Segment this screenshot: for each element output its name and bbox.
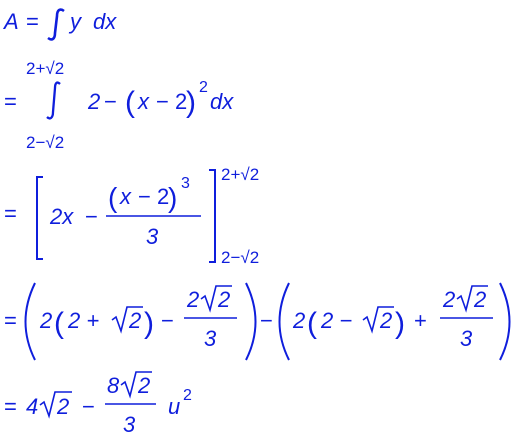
unit-exponent: 2 <box>183 387 192 404</box>
equals-sign: = <box>26 9 39 34</box>
equals-sign: = <box>4 89 17 114</box>
coef-four: 4 <box>26 394 38 419</box>
fraction-num-eight: 8 <box>107 373 120 398</box>
fraction-radicand: 2 <box>217 287 230 312</box>
coef-two: 2 <box>39 308 52 333</box>
left-paren: ( <box>125 86 135 119</box>
fraction-radical-2 <box>456 285 488 313</box>
minus-two: − 2 <box>138 184 169 209</box>
exponent: 3 <box>181 175 190 192</box>
lower-limit: 2−√2 <box>26 133 64 152</box>
integrand-y: y <box>68 9 83 34</box>
inner-diff: 2 − <box>320 308 352 333</box>
radical-sign-2 <box>362 306 394 334</box>
coef-two-2: 2 <box>292 308 305 333</box>
line-1: A = y dx <box>2 8 117 41</box>
unit-u: u <box>168 394 180 419</box>
inner-left-paren-2: ( <box>307 307 317 340</box>
big-left-paren-2 <box>278 282 290 361</box>
fraction-radical <box>200 285 232 313</box>
left-paren: ( <box>108 182 118 213</box>
integral-sign <box>47 8 65 41</box>
radical-sign <box>39 391 72 419</box>
var-x: x <box>119 184 132 209</box>
plus-sign: + <box>414 308 427 333</box>
radicand: 2 <box>128 308 141 333</box>
minus-sign: − <box>85 204 98 229</box>
fraction-den: 3 <box>123 412 136 437</box>
line-2: 2+√2 = 2−√2 2 − ( x − 2 ) 2 dx <box>4 59 234 152</box>
differential-dx: dx <box>93 9 117 34</box>
denominator: 3 <box>146 224 159 249</box>
exponent: 2 <box>199 79 208 96</box>
fraction-den-2: 3 <box>460 326 473 351</box>
fraction-num-two: 2 <box>186 287 199 312</box>
fraction-radicand: 2 <box>137 373 150 398</box>
radicand-2: 2 <box>379 308 392 333</box>
inner-right-paren-2: ) <box>395 307 405 340</box>
inner-left-paren: ( <box>54 307 64 340</box>
fraction-radicand-2: 2 <box>473 287 486 312</box>
equals-sign: = <box>4 394 17 419</box>
big-left-paren <box>24 282 36 361</box>
fraction-radical <box>120 371 152 399</box>
fraction-num-two-2: 2 <box>442 287 455 312</box>
inner-right-paren: ) <box>144 307 154 340</box>
fraction-den: 3 <box>204 326 217 351</box>
between-minus: − <box>260 308 273 333</box>
term-two: 2 <box>87 89 100 114</box>
upper-limit: 2+√2 <box>26 59 64 78</box>
area-symbol: A <box>2 9 19 34</box>
var-x: x <box>137 89 150 114</box>
minus-sign: − <box>161 308 174 333</box>
minus-sign: − <box>104 89 117 114</box>
right-paren: ) <box>186 86 196 119</box>
equals-sign: = <box>4 308 17 333</box>
big-right-paren-2 <box>499 282 511 361</box>
line-3: = 2x − ( x − 2 ) 3 3 2+√2 2−√2 <box>4 165 259 267</box>
big-right-paren <box>245 282 257 361</box>
minus-two: − 2 <box>156 89 187 114</box>
equals-sign: = <box>4 201 17 226</box>
integral-sign <box>46 81 61 120</box>
lower-limit: 2−√2 <box>221 248 259 267</box>
differential-dx: dx <box>210 89 234 114</box>
term-2x: 2x <box>49 204 74 229</box>
right-paren: ) <box>168 182 177 213</box>
line-5: = 4 2 − 8 2 3 u 2 <box>4 371 192 437</box>
radical-sign <box>111 306 143 334</box>
inner-sum: 2 + <box>67 308 99 333</box>
upper-limit: 2+√2 <box>221 165 259 184</box>
left-bracket <box>36 176 43 260</box>
radicand: 2 <box>56 394 69 419</box>
line-4: = 2 ( 2 + 2 ) − 2 2 3 − 2 ( 2 − 2 ) + 2 … <box>4 282 511 361</box>
right-bracket <box>209 169 216 263</box>
minus-sign: − <box>82 394 95 419</box>
